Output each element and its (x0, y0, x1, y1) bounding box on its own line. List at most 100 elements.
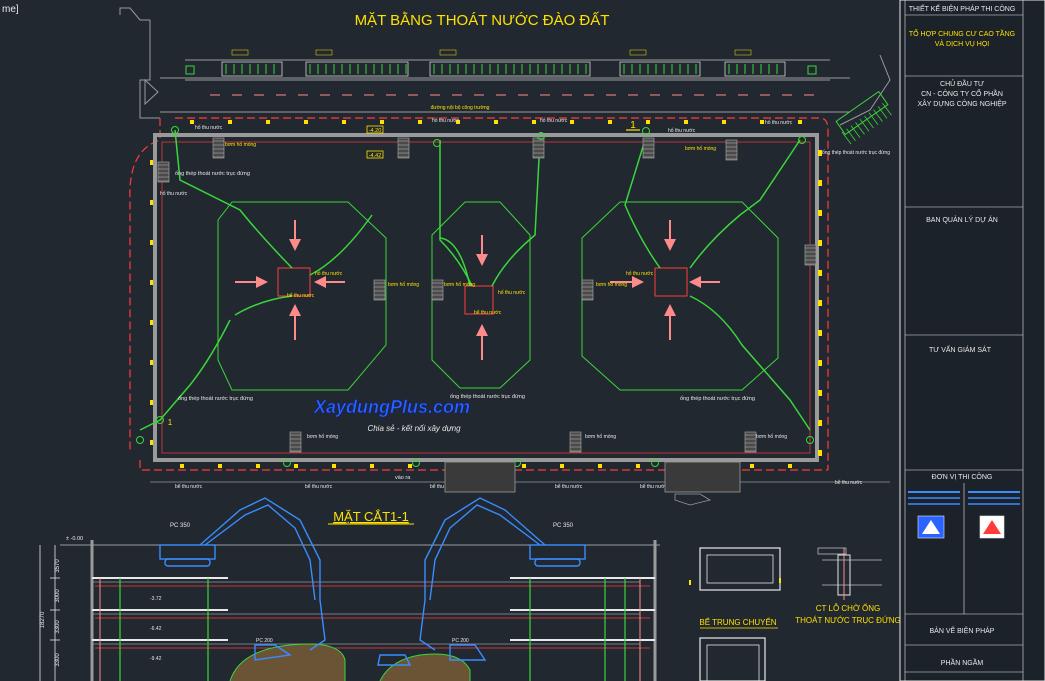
detail-tank-title: BỂ TRUNG CHUYỂN (699, 618, 776, 627)
gate-post (807, 65, 817, 75)
tank-label-1: bể thu nước (287, 292, 315, 299)
tb-drawing-type: BẢN VẼ BIỆN PHÁP (930, 626, 995, 635)
level-2: -6.42 (150, 626, 162, 632)
tb-owner-2: XÂY DỰNG CÔNG NGHIỆP (917, 99, 1006, 108)
marker (342, 120, 346, 124)
detail-hole-title-1: CT LỖ CHỜ ỐNG (816, 603, 881, 613)
pump-label-8: bơm hố móng (756, 434, 787, 440)
tank-label-5: bể thu nước (430, 483, 458, 490)
pump-box (397, 137, 410, 159)
pipe-label-3: ống thép thoát nước trục đứng (450, 394, 525, 400)
flow-arrows (235, 220, 720, 360)
stair-step (868, 112, 879, 126)
marker (598, 464, 602, 468)
marker (760, 120, 764, 124)
collector-label-3: hố thu nước (626, 271, 654, 277)
stair-step (846, 128, 856, 142)
pit-left (217, 201, 387, 391)
collector-circle (537, 132, 545, 140)
tank-label-2: bể thu nước (474, 309, 502, 316)
hoarding-tag (629, 49, 647, 56)
contractor-logo-left (908, 491, 960, 539)
collector-label-8: hố thu nước (765, 120, 793, 126)
dim-total: 18270 (40, 611, 46, 628)
hoarding-block (724, 61, 786, 77)
marker (332, 464, 336, 468)
pump-label-2: bơm hố móng (444, 282, 475, 288)
hoarding-tag (231, 49, 249, 56)
excavator-right: PC 350 (377, 497, 586, 666)
marker (408, 464, 412, 468)
stair-step (864, 115, 874, 129)
tb-pm-board: BAN QUẢN LÝ DỰ ÁN (926, 215, 998, 224)
pipe-label-4: ống thép thoát nước trục đứng (680, 396, 755, 402)
marker (818, 270, 822, 276)
collector-circle (156, 416, 164, 424)
tank-label-7: bể thu nước (640, 483, 668, 490)
marker (228, 120, 232, 124)
marker (818, 330, 822, 336)
watermark-sub: Chia sẻ - kết nối xây dựng (367, 424, 461, 433)
collector-circle (651, 459, 659, 467)
pump-box (744, 431, 757, 453)
gravel-pits (444, 461, 741, 506)
pit-center (431, 201, 531, 389)
collector-circle (433, 139, 441, 147)
elevation-tags: -4.20 -4.42 1 1 (168, 120, 640, 427)
stair-top-right (835, 90, 892, 145)
collector-label-4: hố thu nước (195, 125, 223, 131)
level-3: -9.42 (150, 656, 162, 662)
section-mark-1: 1 (630, 120, 636, 131)
pump-label-3: bơm hố móng (596, 282, 627, 288)
collector-label-6: hố thu nước (540, 118, 568, 124)
marker (150, 280, 153, 285)
perimeter-markers (150, 120, 822, 468)
pump-label-6: bơm hố móng (307, 434, 338, 440)
level-1: -3.72 (150, 596, 162, 602)
top-hoarding (185, 49, 817, 77)
marker (150, 400, 153, 405)
stair-step (841, 131, 852, 145)
marker (218, 464, 222, 468)
excavation-edge (161, 141, 811, 454)
marker (190, 120, 194, 124)
pump-box (289, 431, 302, 453)
tank-label-8: bể thu nước (835, 479, 863, 486)
stair-step (859, 118, 870, 132)
stair-step (882, 102, 892, 116)
collector-pits (136, 126, 814, 467)
hoarding-tag (734, 49, 752, 56)
title-block: THIẾT KẾ BIỆN PHÁP THI CÔNG TỔ HỢP CHUNG… (899, 0, 1045, 681)
pump-box (581, 279, 594, 301)
marker (722, 120, 726, 124)
section-mark-2: 1 (168, 418, 173, 427)
stair-step (873, 109, 883, 122)
pump-box (642, 137, 655, 159)
exit-label-1: vào ra (395, 475, 411, 481)
marker (150, 320, 153, 325)
top-road: đường nội bộ công trường (119, 7, 891, 126)
hoarding-block (305, 61, 409, 77)
detail-hole-title-2: THOÁT NƯỚC TRỤC ĐỨNG (795, 616, 901, 625)
hoarding-tag (315, 49, 333, 56)
collector-circle (412, 459, 420, 467)
pipe-label-2: ống thép thoát nước trục đứng (178, 396, 253, 402)
collector-label-7: hố thu nước (668, 128, 696, 134)
marker (522, 464, 526, 468)
collector-circle (136, 436, 144, 444)
collector-circle (283, 459, 291, 467)
marker (818, 180, 822, 186)
collector-circle (798, 136, 806, 144)
excavator-label-2: PC 350 (553, 523, 574, 529)
marker (684, 120, 688, 124)
tb-owner-caption: CHỦ ĐẦU TƯ (940, 78, 984, 88)
excavator-label-1: PC 350 (170, 523, 191, 529)
collector-circle (171, 126, 179, 134)
dim-2: 3000 (55, 589, 61, 603)
tab-fragment: me] (2, 4, 19, 15)
contractor-logo-right (968, 491, 1020, 539)
marker (380, 120, 384, 124)
marker (636, 464, 640, 468)
